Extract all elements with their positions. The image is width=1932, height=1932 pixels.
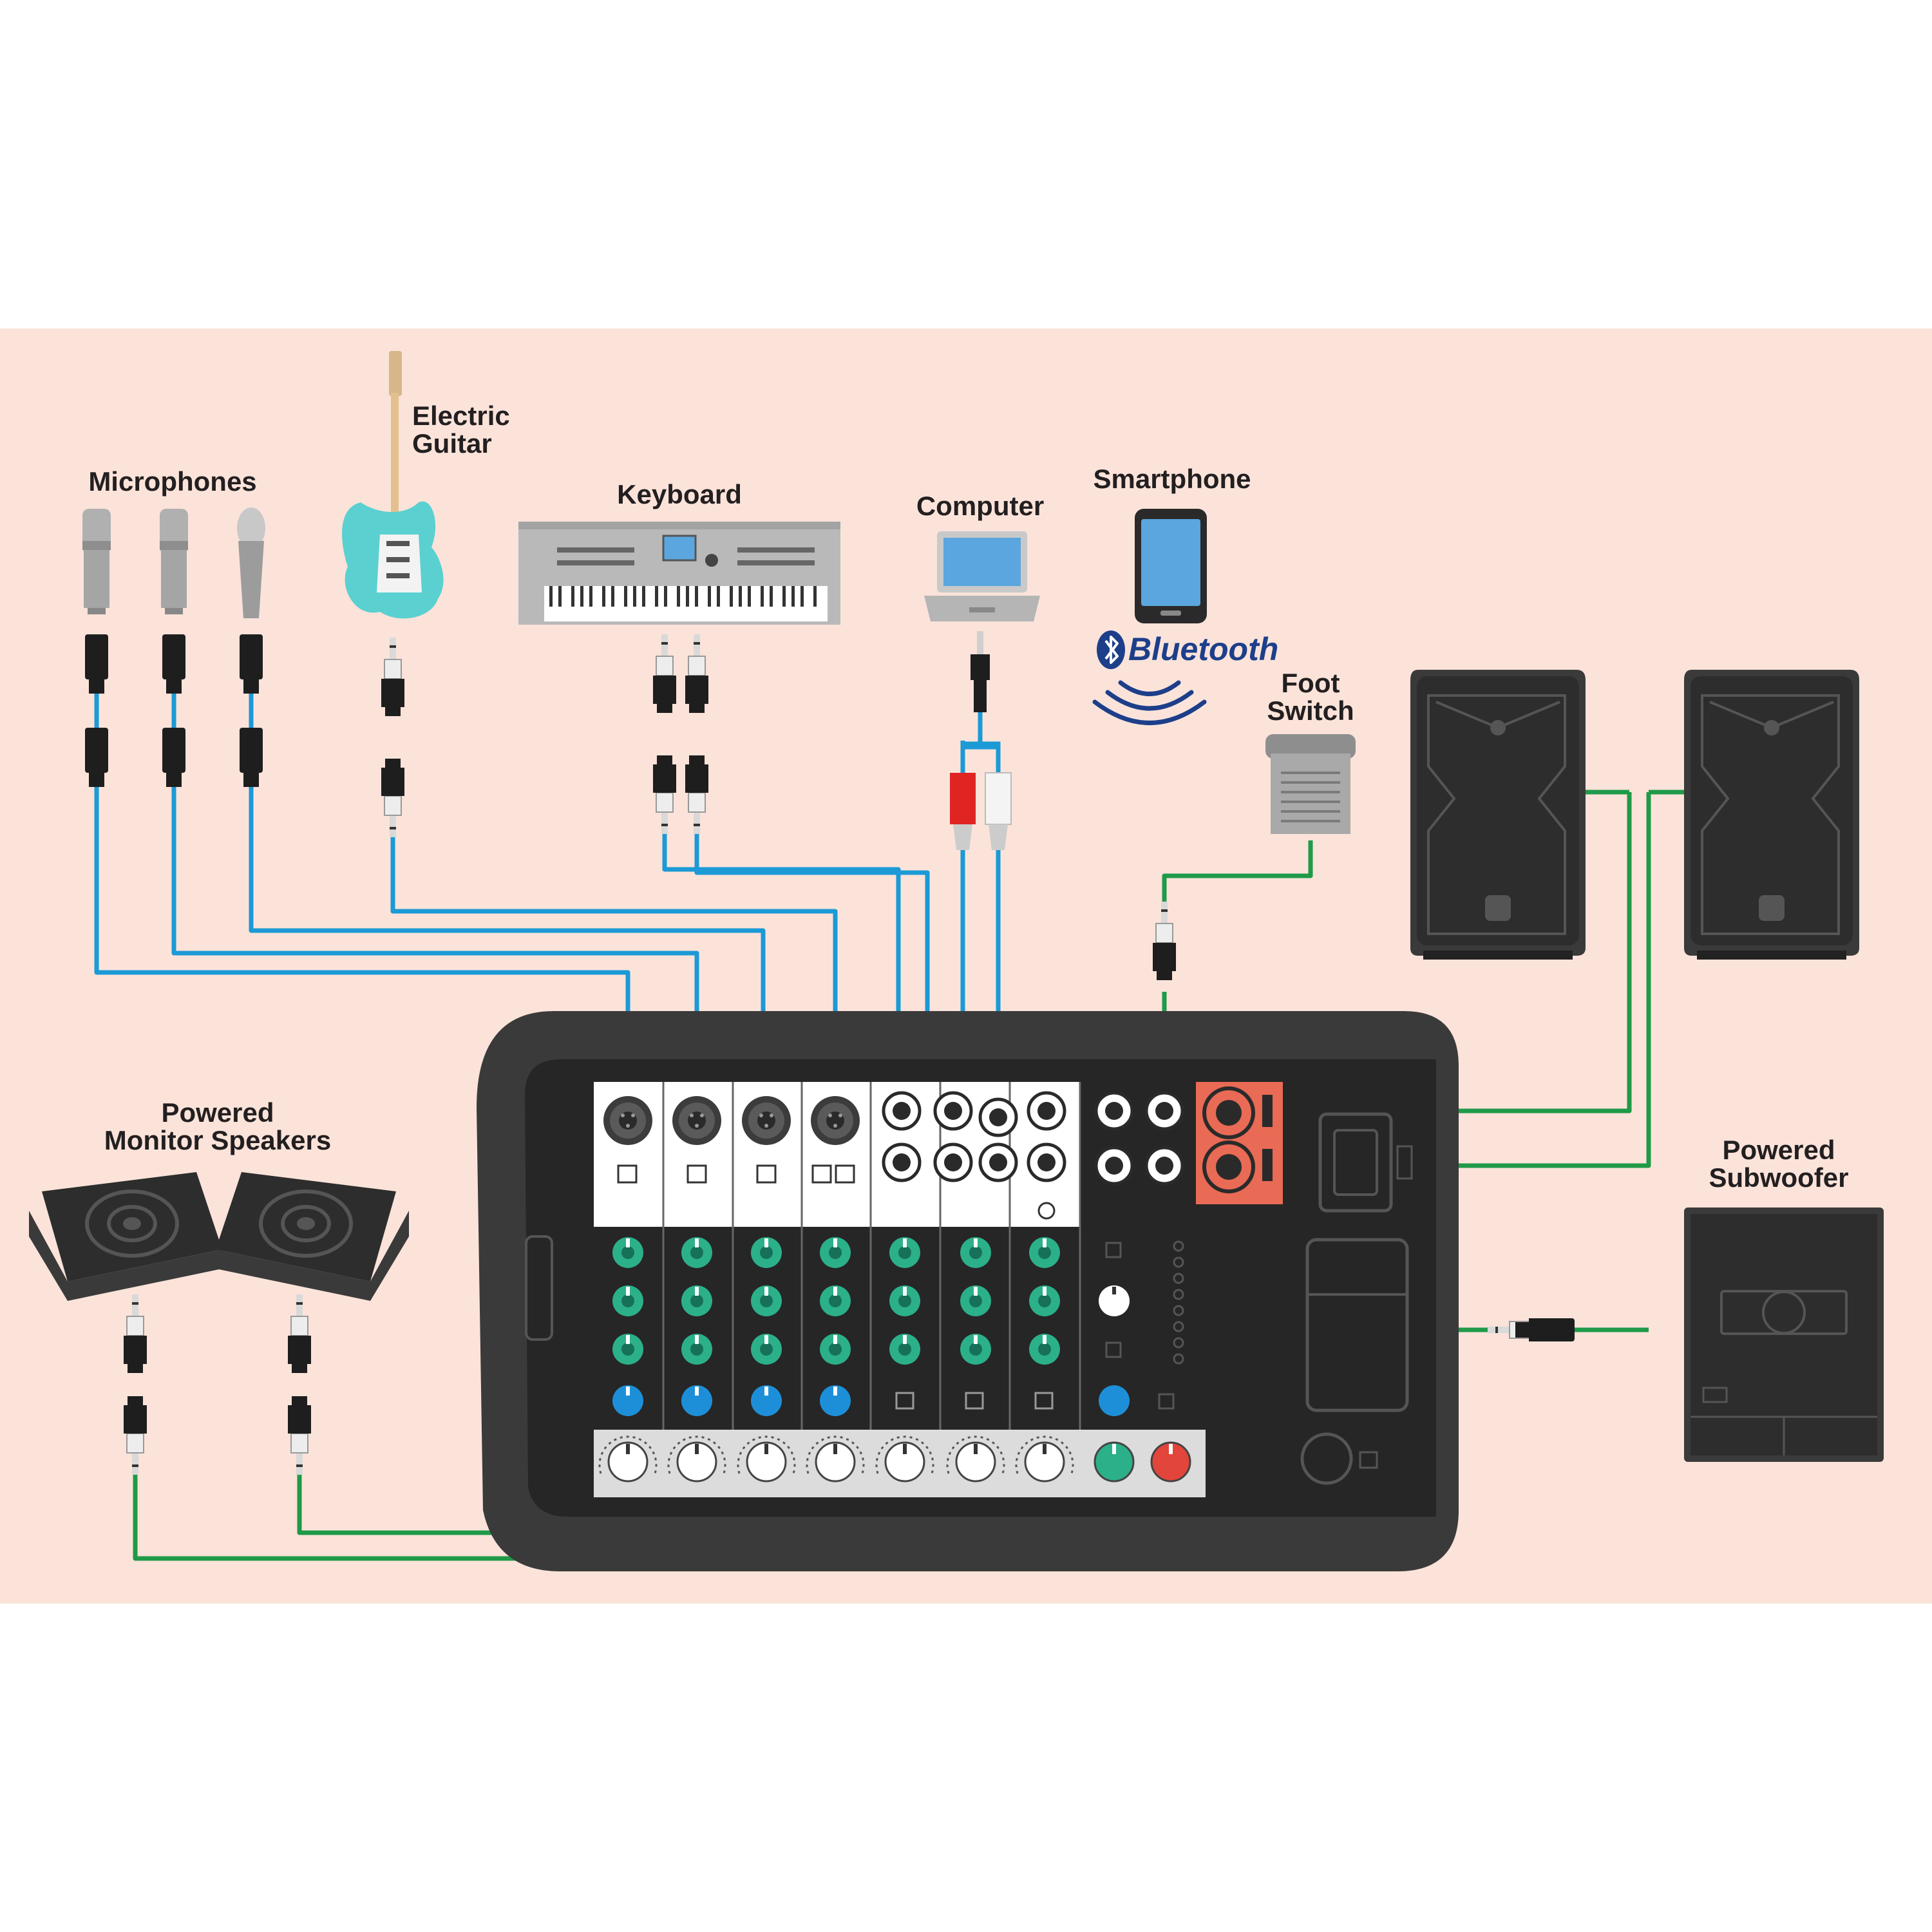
laptop-icon [924, 531, 1040, 621]
mixer-handle [525, 1235, 553, 1341]
channel-switches [895, 1392, 1054, 1410]
powered-monitor-label-line2: Monitor Speakers [104, 1125, 331, 1155]
pa-speaker-left-icon [1409, 668, 1587, 961]
smartphone-icon [1135, 509, 1207, 623]
pad-switches [617, 1164, 1056, 1220]
status-led-column [1173, 1240, 1184, 1365]
bluetooth-logo-icon [1097, 630, 1125, 669]
foot-switch-label-line2: Switch [1267, 696, 1354, 726]
mixer-small-controls [1105, 1242, 1175, 1410]
pa-speaker-right-icon [1683, 668, 1861, 961]
handheld-microphone-icon [237, 507, 265, 787]
smartphone-label: Smartphone [1093, 464, 1251, 494]
channel-effect-knobs [612, 1385, 1130, 1416]
condenser-microphone-icon [82, 509, 111, 787]
computer-label: Computer [916, 491, 1044, 521]
mic-cable-segments [94, 694, 254, 728]
subwoofer-icon [1684, 1208, 1884, 1462]
powered-subwoofer-label-line1: Powered [1722, 1135, 1835, 1165]
powered-monitor-label-line1: Powered [161, 1097, 274, 1128]
synthesizer-keyboard-icon [518, 522, 840, 625]
bluetooth-wordmark: Bluetooth [1128, 631, 1278, 667]
powered-subwoofer-label-line2: Subwoofer [1709, 1162, 1849, 1193]
mini-jack-to-rca-cable [950, 631, 1012, 850]
keyboard-label: Keyboard [617, 479, 742, 509]
power-switch-icon [1300, 1238, 1409, 1485]
electric-guitar-label-line1: Electric [412, 401, 510, 431]
speakon-output-sockets [1202, 1086, 1273, 1193]
powered-mixer-icon [477, 1011, 1459, 1571]
microphones-label: Microphones [88, 466, 256, 497]
power-inlet-icon [1318, 1112, 1413, 1213]
condenser-microphone-icon [160, 509, 188, 787]
effect-program-knob [1099, 1285, 1130, 1316]
wireless-signal-icon [1092, 680, 1207, 725]
microphones-group [82, 507, 265, 787]
monitor-level-knob [1094, 1441, 1135, 1482]
electric-guitar-label-line2: Guitar [412, 428, 492, 459]
foot-switch-pedal-icon [1265, 734, 1356, 834]
electric-guitar-icon [342, 351, 444, 619]
keyboard-black-keys [549, 586, 817, 607]
foot-switch-label-line1: Foot [1282, 668, 1340, 698]
master-level-knob [1150, 1441, 1191, 1482]
